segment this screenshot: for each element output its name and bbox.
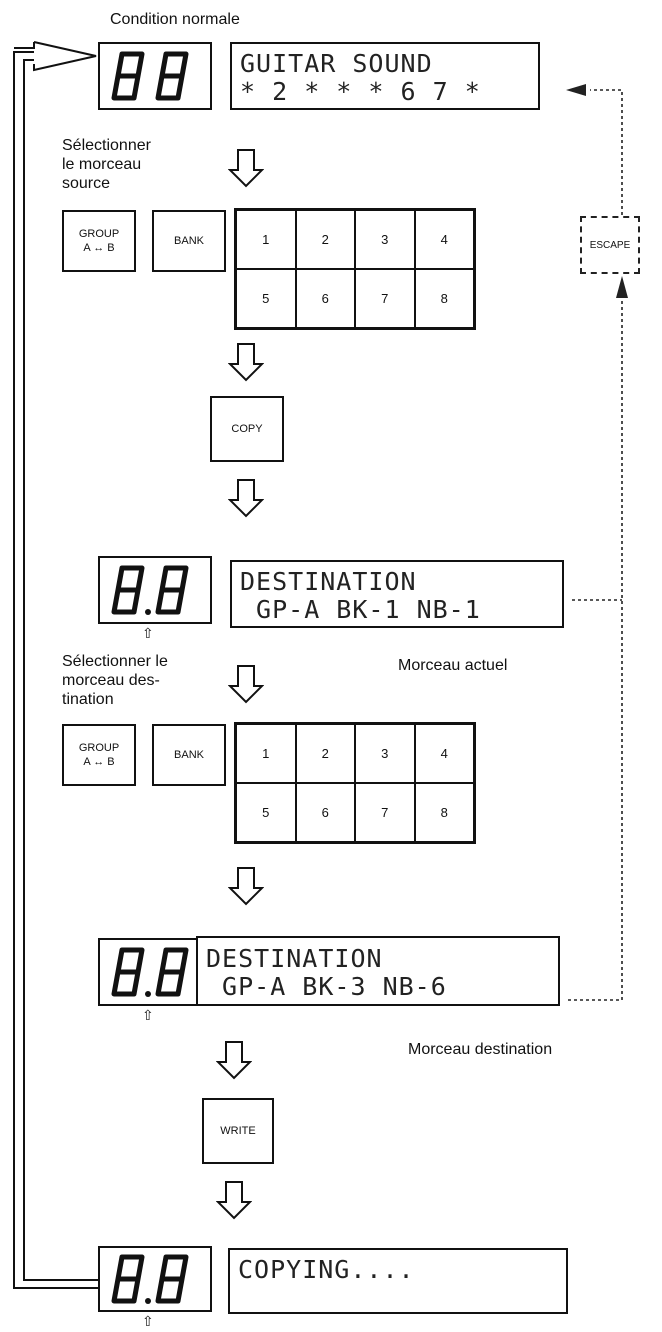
loop-back-line-inner: [23, 59, 100, 1281]
caret-icon: ⇧: [142, 625, 154, 641]
lcd-line-1: DESTINATION: [240, 567, 417, 596]
number-key-5[interactable]: 5: [236, 783, 296, 842]
number-key-2[interactable]: 2: [295, 724, 355, 783]
number-key-2[interactable]: 2: [295, 210, 355, 269]
segment-digits-icon: [111, 1254, 189, 1304]
escape-path-top: [590, 89, 623, 215]
number-pad: 1 2 3 4 5 6 7 8: [234, 208, 476, 330]
escape-path-bottom: [568, 300, 623, 1001]
bank-button[interactable]: BANK: [152, 210, 226, 272]
segment-digits-icon: [111, 51, 189, 101]
lcd-display: COPYING....: [228, 1248, 568, 1314]
down-arrow-icon: [228, 665, 264, 704]
segment-digits-icon: [111, 565, 189, 615]
lcd-display: DESTINATION GP-A BK-3 NB-6: [196, 936, 560, 1006]
number-key-3[interactable]: 3: [355, 210, 415, 269]
bank-button[interactable]: BANK: [152, 724, 226, 786]
seven-segment-display: [98, 1246, 212, 1312]
lcd-line-2: * 2 * * * 6 7 *: [240, 77, 481, 106]
caret-icon: ⇧: [142, 1313, 154, 1329]
write-button[interactable]: WRITE: [202, 1098, 274, 1164]
copy-button[interactable]: COPY: [210, 396, 284, 462]
number-key-7[interactable]: 7: [355, 783, 415, 842]
loop-back-arrowhead: [14, 41, 97, 72]
down-arrow-icon: [228, 479, 264, 518]
seven-segment-display: [98, 42, 212, 110]
number-key-7[interactable]: 7: [355, 269, 415, 328]
step-label: Sélectionner le morceau source: [62, 137, 151, 192]
down-arrow-icon: [228, 867, 264, 906]
seven-segment-display: [98, 556, 212, 624]
number-key-6[interactable]: 6: [295, 269, 355, 328]
number-key-5[interactable]: 5: [236, 269, 296, 328]
loop-back-line: [13, 51, 100, 1289]
escape-button[interactable]: ESCAPE: [580, 216, 640, 274]
lcd-display: GUITAR SOUND * 2 * * * 6 7 *: [230, 42, 540, 110]
number-key-4[interactable]: 4: [414, 210, 474, 269]
lcd-line-2: GP-A BK-1 NB-1: [240, 595, 481, 624]
number-key-6[interactable]: 6: [295, 783, 355, 842]
down-arrow-icon: [216, 1181, 252, 1220]
lcd-line-1: GUITAR SOUND: [240, 49, 433, 78]
number-key-8[interactable]: 8: [414, 269, 474, 328]
number-key-3[interactable]: 3: [355, 724, 415, 783]
lcd-display: DESTINATION GP-A BK-1 NB-1: [230, 560, 564, 628]
step-label: Sélectionner le morceau des- tination: [62, 653, 168, 708]
escape-arrowhead-top: [566, 84, 586, 96]
caret-icon: ⇧: [142, 1007, 154, 1023]
down-arrow-icon: [228, 343, 264, 382]
escape-arrowhead-bottom: [616, 276, 628, 298]
lcd-line-1: DESTINATION: [206, 944, 383, 973]
number-key-4[interactable]: 4: [414, 724, 474, 783]
number-pad: 1 2 3 4 5 6 7 8: [234, 722, 476, 844]
current-piece-label: Morceau actuel: [398, 657, 508, 674]
down-arrow-icon: [216, 1041, 252, 1080]
number-key-1[interactable]: 1: [236, 210, 296, 269]
destination-piece-label: Morceau destination: [408, 1041, 553, 1058]
number-key-1[interactable]: 1: [236, 724, 296, 783]
number-key-8[interactable]: 8: [414, 783, 474, 842]
page-title: Condition normale: [110, 11, 240, 28]
down-arrow-icon: [228, 149, 264, 188]
lcd-line-2: GP-A BK-3 NB-6: [206, 972, 447, 1001]
segment-digits-icon: [111, 947, 189, 997]
seven-segment-display: [98, 938, 212, 1006]
lcd-line-1: COPYING....: [238, 1255, 415, 1284]
